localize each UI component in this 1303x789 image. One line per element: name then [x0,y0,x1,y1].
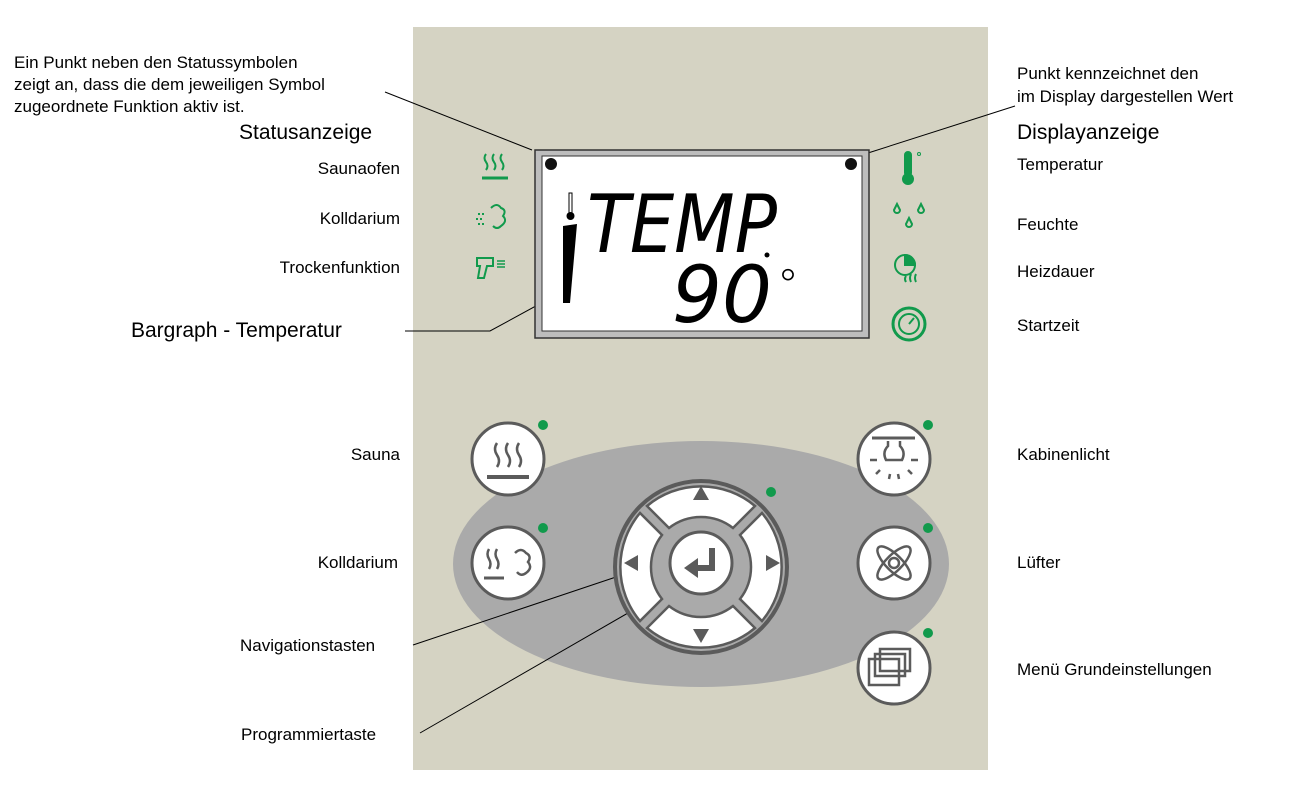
settings-menu-button[interactable] [856,628,933,706]
decimal-dot [764,252,770,258]
lcd-line1: TEMP [587,178,778,271]
legend-label-feuchte: Feuchte [1017,215,1079,234]
status-led [538,420,548,430]
lcd-thermometer-icon [566,192,575,220]
steam-icon [514,548,532,576]
status-title: Statusanzeige [239,121,373,144]
status-label-kolldarium: Kolldarium [319,209,400,228]
start-time-clock-icon [891,306,927,342]
status-dot-indicator [545,158,557,170]
nav-left-button[interactable] [619,511,664,623]
dryer-icon [476,257,505,279]
stacked-windows-icon [867,647,912,687]
steam-icon [476,204,507,229]
sauna-heat-icon [482,153,508,180]
arrow-up-icon [693,486,709,500]
display-legend-title: Displayanzeige [1017,121,1160,144]
kolldarium-button-label: Kolldarium [317,553,398,572]
navigation-keys-label: Navigationstasten [240,636,376,655]
arrow-right-icon [766,555,780,571]
lcd-line2: 90 [672,251,772,341]
settings-menu-label: Menü Grundeinstellungen [1017,660,1212,679]
value-note-line2: im Display dargestellen Wert [1017,87,1234,106]
kolldarium-button[interactable] [470,523,548,601]
nav-right-button[interactable] [738,511,783,623]
dot-note-line1: Ein Punkt neben den Statussymbolen [14,53,298,72]
arrow-left-icon [624,555,638,571]
arrow-down-icon [693,629,709,643]
value-note-line1: Punkt kennzeichnet den [1017,64,1199,83]
navigation-keys [613,479,789,655]
sauna-button[interactable] [470,420,548,497]
value-dot-indicator [845,158,857,170]
legend-label-temperatur: Temperatur [1017,155,1103,174]
status-label-saunaofen: Saunaofen [317,159,400,178]
status-label-trockenfunktion: Trockenfunktion [279,258,400,277]
thermometer-icon [902,151,921,185]
status-led [538,523,548,533]
sauna-button-label: Sauna [350,445,400,464]
fan-icon [876,545,912,581]
dot-note-line3: zugeordnete Funktion aktiv ist. [14,97,245,116]
cabin-light-button[interactable] [856,420,933,497]
lcd-unit: ° [777,260,799,311]
light-bulb-icon [883,441,905,462]
nav-down-button[interactable] [645,604,757,649]
temperature-bargraph [563,224,577,303]
fan-button[interactable] [856,523,933,601]
leader-lines [384,91,1016,332]
status-led [923,420,933,430]
status-led [923,523,933,533]
legend-label-startzeit: Startzeit [1017,316,1080,335]
nav-up-button[interactable] [645,485,757,530]
humidity-drops-icon [892,201,926,228]
enter-icon [696,548,715,571]
fan-label: Lüfter [1017,553,1061,572]
heating-duration-icon [894,253,917,283]
lcd-display: TEMP 90 ° [534,149,870,341]
dot-note-line2: zeigt an, dass die dem jeweiligen Symbol [14,75,325,94]
legend-label-heizdauer: Heizdauer [1017,262,1095,281]
cabin-light-label: Kabinenlicht [1017,445,1110,464]
status-led [923,628,933,638]
program-enter-button[interactable] [668,530,734,596]
status-led [766,487,776,497]
bargraph-label: Bargraph - Temperatur [131,319,342,342]
program-key-label: Programmiertaste [241,725,377,744]
